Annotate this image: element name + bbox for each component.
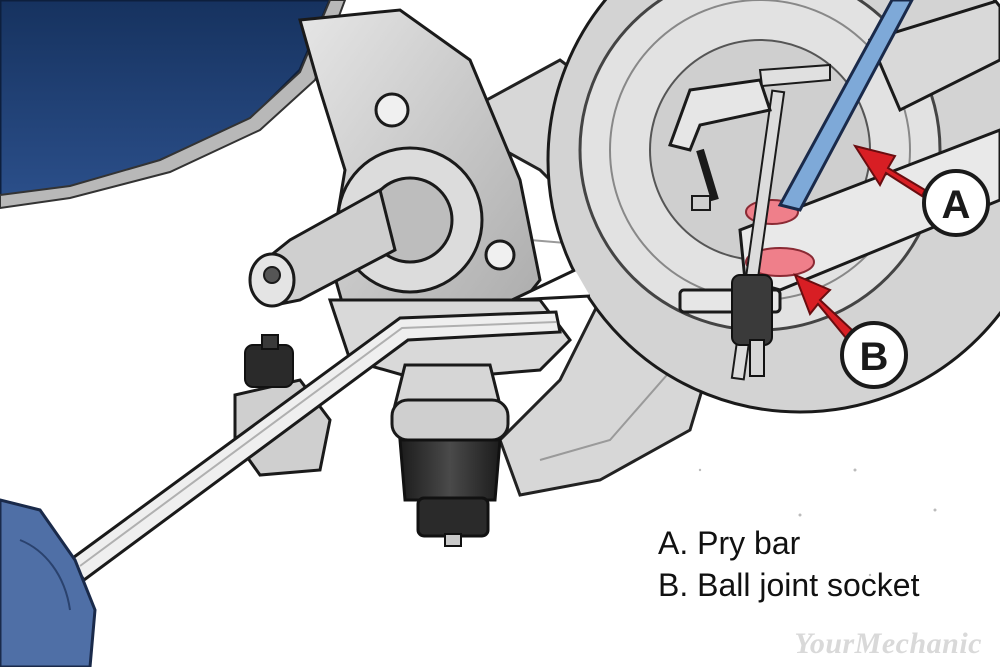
inset-pry-bar <box>777 0 915 212</box>
legend-item-a: A. Pry bar <box>658 525 801 561</box>
ball-joint <box>390 363 510 547</box>
legend: A. Pry bar B. Ball joint socket <box>658 522 919 606</box>
callout-b-label: B <box>860 335 889 379</box>
callout-b: B <box>793 273 908 389</box>
legend-item-b: B. Ball joint socket <box>658 567 920 603</box>
car-body <box>0 0 347 210</box>
watermark-logo: YourMechanic <box>794 627 982 660</box>
separator-tool <box>668 63 831 381</box>
gloved-hand <box>0 498 97 667</box>
callout-b-circle <box>840 321 908 389</box>
ground-specks <box>698 468 937 577</box>
steering-knuckle <box>248 8 572 382</box>
callout-a-circle <box>922 169 990 237</box>
callout-a-label: A <box>942 183 971 227</box>
highlight-ball-joint-socket <box>745 247 815 277</box>
callout-a: A <box>852 144 990 237</box>
